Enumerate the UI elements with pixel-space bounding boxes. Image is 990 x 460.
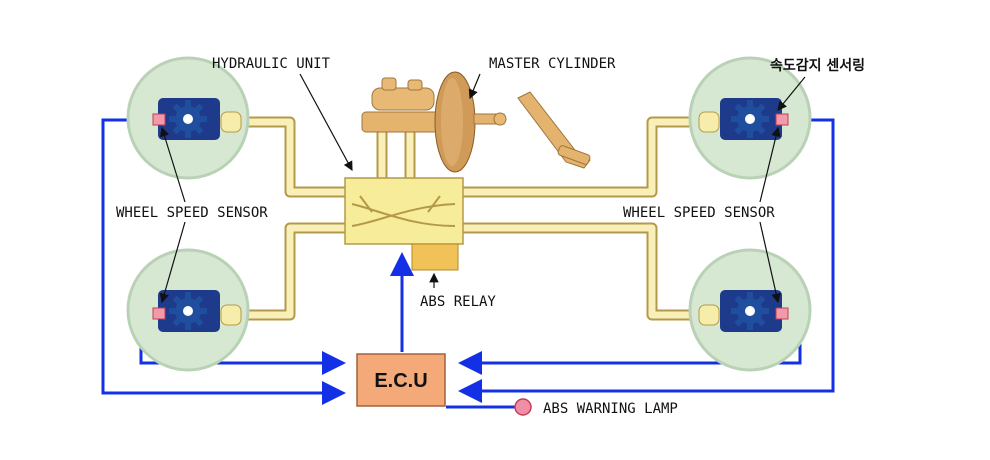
wheel-speed-sensor-right-label: WHEEL SPEED SENSOR	[623, 205, 775, 221]
master-cylinder	[361, 71, 591, 173]
brake-caliper	[220, 111, 242, 133]
abs-relay-label: ABS RELAY	[420, 294, 496, 310]
brake-caliper	[220, 304, 242, 326]
brake-caliper	[698, 304, 720, 326]
wheel-rear-left	[126, 248, 250, 372]
wheel-rear-right	[688, 248, 812, 372]
speed-sensor-ring	[775, 307, 789, 320]
master-cylinder-label: MASTER CYLINDER	[489, 56, 616, 72]
wheel-front-left	[126, 56, 250, 180]
abs-relay-box	[411, 243, 459, 271]
speed-sensor-ring	[152, 307, 166, 320]
hydraulic-unit-label: HYDRAULIC UNIT	[212, 56, 331, 72]
wheel-front-right	[688, 56, 812, 180]
hydraulic-unit	[344, 177, 464, 271]
abs-warning-lamp-icon	[514, 398, 532, 416]
speed-sensor-ring	[152, 113, 166, 126]
brake-lines	[240, 116, 700, 321]
abs-warning-lamp-label: ABS WARNING LAMP	[543, 401, 678, 417]
leader-lines	[159, 73, 806, 304]
speed-sensor-ring-label: 속도감지 센서링	[770, 57, 865, 74]
wheel-speed-sensor-left-label: WHEEL SPEED SENSOR	[116, 205, 268, 221]
brake-caliper	[698, 111, 720, 133]
ecu-box: E.C.U	[356, 353, 446, 407]
ecu-label: E.C.U	[374, 370, 427, 392]
speed-sensor-ring	[775, 113, 789, 126]
